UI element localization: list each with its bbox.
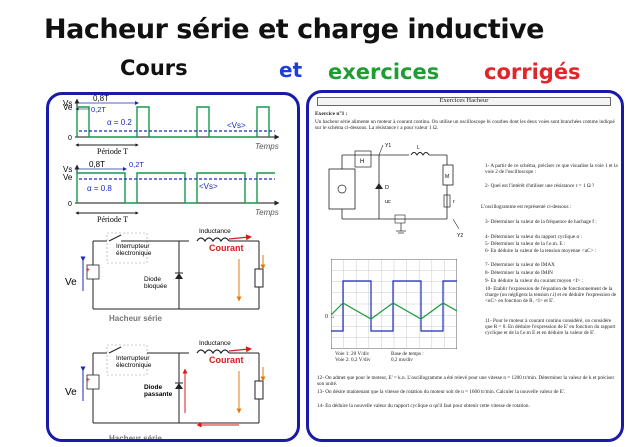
graph1-vs-label: Vs: [63, 99, 72, 108]
timebase-value: 0,2 ms/div: [391, 357, 413, 363]
q4: 4- Déterminer la valeur du rapport cycli…: [485, 234, 582, 240]
graph2-temps: Temps: [255, 208, 279, 217]
circuit2-inductance: Inductance: [199, 340, 231, 347]
svg-text:Y2: Y2: [457, 233, 463, 239]
circuit1-inductance: Inductance: [199, 228, 231, 235]
circuit2-diode2: passante: [144, 391, 173, 398]
circuit2-courant: Courant: [209, 355, 244, 365]
svg-text:+: +: [86, 377, 90, 384]
voie2: Voie 2: 0,2 V/div: [335, 357, 371, 363]
oscillogram: [331, 259, 457, 349]
svg-text:Y1: Y1: [385, 143, 391, 149]
circuit1-caption: Hacheur série: [109, 314, 162, 323]
circuit1-switch2: électronique: [116, 250, 152, 257]
subtitle-cours: Cours: [120, 56, 188, 80]
q6: 6- En déduire la valeur de la tension mo…: [485, 248, 597, 254]
waveform-graph-1: Vs Ve 0 0,8T 0,2T α = 0.2 <Vs> Période T…: [63, 95, 280, 156]
exercise-number: Exercice n°1 :: [315, 111, 348, 117]
circuit1-ve: Ve: [65, 277, 77, 288]
graph2-alpha: α = 0.8: [87, 184, 112, 193]
q9: 9- En déduire la valeur du courant moyen…: [485, 278, 583, 284]
svg-text:M: M: [445, 174, 449, 180]
graph2-08t: 0,8T: [89, 160, 105, 169]
exercise-panel: Exercices Hacheur Exercice n°1 : Un hach…: [306, 90, 624, 442]
voie1: Voie 1: 20 V/div: [335, 351, 370, 357]
graph2-02t: 0,2T: [129, 160, 144, 169]
q2: 2- Quel est l'intérêt d'utiliser une rés…: [485, 183, 595, 189]
circuit-diode-on: + Ve Interrupteur électronique Diode pas…: [65, 340, 266, 442]
svg-text:L: L: [417, 145, 420, 151]
course-illustrations: Vs Ve 0 0,8T 0,2T α = 0.2 <Vs> Période T…: [63, 95, 280, 442]
q14: 14- En déduire la nouvelle valeur du rap…: [317, 403, 530, 409]
circuit2-switch2: électronique: [116, 362, 152, 369]
graph2-ve-label: Ve: [63, 173, 73, 182]
graph2-vs-label: Vs: [63, 165, 72, 174]
graph1-zero: 0: [68, 135, 72, 142]
q5: 5- Déterminer la valeur de la f.e.m. E :: [485, 241, 566, 247]
circuit1-switch: Interrupteur: [116, 243, 150, 250]
graph2-zero: 0: [68, 201, 72, 208]
subtitle-et: et: [279, 58, 303, 82]
subtitle-corriges: corrigés: [484, 60, 581, 84]
q13: 13- On désire maintenant que la vitesse …: [317, 389, 566, 395]
circuit1-courant: Courant: [209, 243, 244, 253]
circuit2-caption: Hacheur série: [109, 434, 162, 442]
q10: 10- Etablir l'expression de l'équation d…: [485, 286, 617, 305]
waveform-graph-2: Vs Ve 0 0,8T 0,2T α = 0.8 <Vs> Période T…: [63, 160, 280, 224]
svg-text:uc: uc: [385, 199, 391, 205]
course-panel: Vs Ve 0 0,8T 0,2T α = 0.2 <Vs> Période T…: [46, 92, 300, 442]
graph2-mean: <Vs>: [199, 182, 218, 191]
timebase: Base de temps :: [391, 351, 424, 357]
graph1-alpha: α = 0.2: [107, 118, 132, 127]
circuit-diode-off: + Ve Interrupteur électronique Diode blo…: [65, 228, 266, 323]
svg-text:+: +: [86, 267, 90, 274]
circuit1-diode2: bloquée: [144, 283, 168, 290]
svg-text:D: D: [385, 185, 389, 191]
exercise-schematic: H D uc L M r Y1 Y2: [328, 143, 463, 239]
graph1-temps: Temps: [255, 142, 279, 151]
circuit2-diode: Diode: [144, 384, 162, 391]
graph1-ve-label: Ve: [63, 103, 73, 112]
circuit2-ve: Ve: [65, 387, 77, 398]
q8: 8- Déterminer la valeur de IMIN: [485, 270, 553, 276]
graph1-mean: <Vs>: [227, 121, 246, 130]
q-oscillogram: L'oscillogramme est représenté ci-dessou…: [481, 204, 572, 210]
q7: 7- Déterminer la valeur de IMAX: [485, 262, 555, 268]
graph1-period: Période T: [97, 147, 128, 156]
page-title: Hacheur série et charge inductive: [44, 14, 544, 45]
q12: 12- On admet que pour le moteur, E' = k.…: [317, 375, 615, 388]
q1: 1- A partir de ce schéma, préciser ce qu…: [485, 163, 618, 176]
svg-text:H: H: [360, 159, 364, 165]
exercise-header: Exercices Hacheur: [439, 97, 489, 104]
circuit2-switch: Interrupteur: [116, 355, 150, 362]
svg-text:r: r: [453, 199, 455, 205]
circuit1-diode: Diode: [144, 276, 161, 283]
exercise-intro: Un hacheur série alimente un moteur à co…: [315, 119, 615, 132]
q3: 3- Déterminer la valeur de la fréquence …: [485, 219, 597, 225]
graph2-period: Période T: [97, 215, 128, 224]
q11: 11- Pour le moteur à courant continu con…: [485, 318, 616, 337]
graph1-02t: 0,2T: [91, 105, 106, 114]
subtitle-exercices: exercices: [328, 60, 440, 84]
graph1-08t: 0,8T: [93, 95, 109, 103]
